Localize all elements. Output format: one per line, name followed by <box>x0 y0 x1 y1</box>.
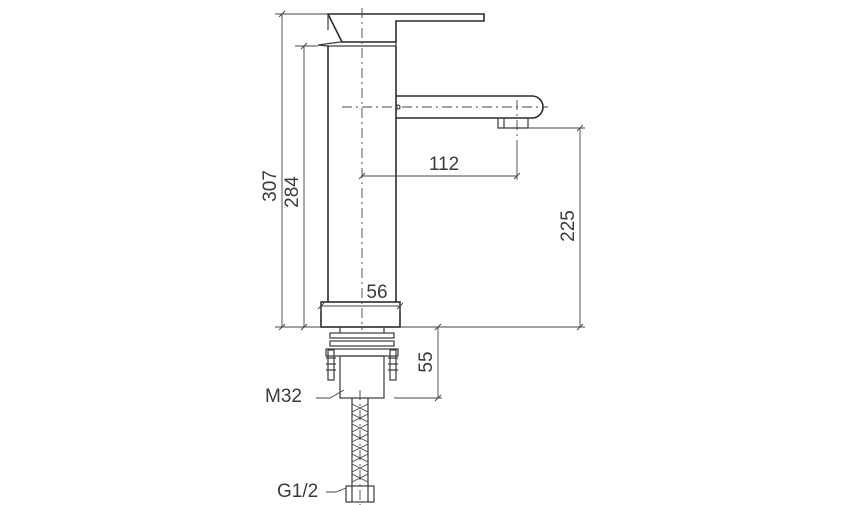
dimension-lines <box>278 10 584 402</box>
label-spout-reach: 112 <box>429 154 459 175</box>
mounting-shank <box>325 327 399 399</box>
leader-lines <box>316 389 347 493</box>
spout <box>395 95 544 129</box>
extension-lines <box>275 13 585 399</box>
label-overall-height: 307 <box>260 170 281 202</box>
label-shank-thread: M32 <box>265 386 302 407</box>
handle-lever <box>326 13 485 43</box>
label-shank-length: 55 <box>416 351 437 372</box>
braided-hose <box>345 398 375 503</box>
label-hose-thread: G1/2 <box>277 481 318 502</box>
label-spout-clearance: 225 <box>558 210 579 242</box>
body-cap <box>317 41 397 47</box>
center-lines <box>342 8 548 505</box>
faucet-body <box>320 46 401 328</box>
label-body-height: 284 <box>282 176 303 208</box>
label-body-width: 56 <box>366 282 387 303</box>
